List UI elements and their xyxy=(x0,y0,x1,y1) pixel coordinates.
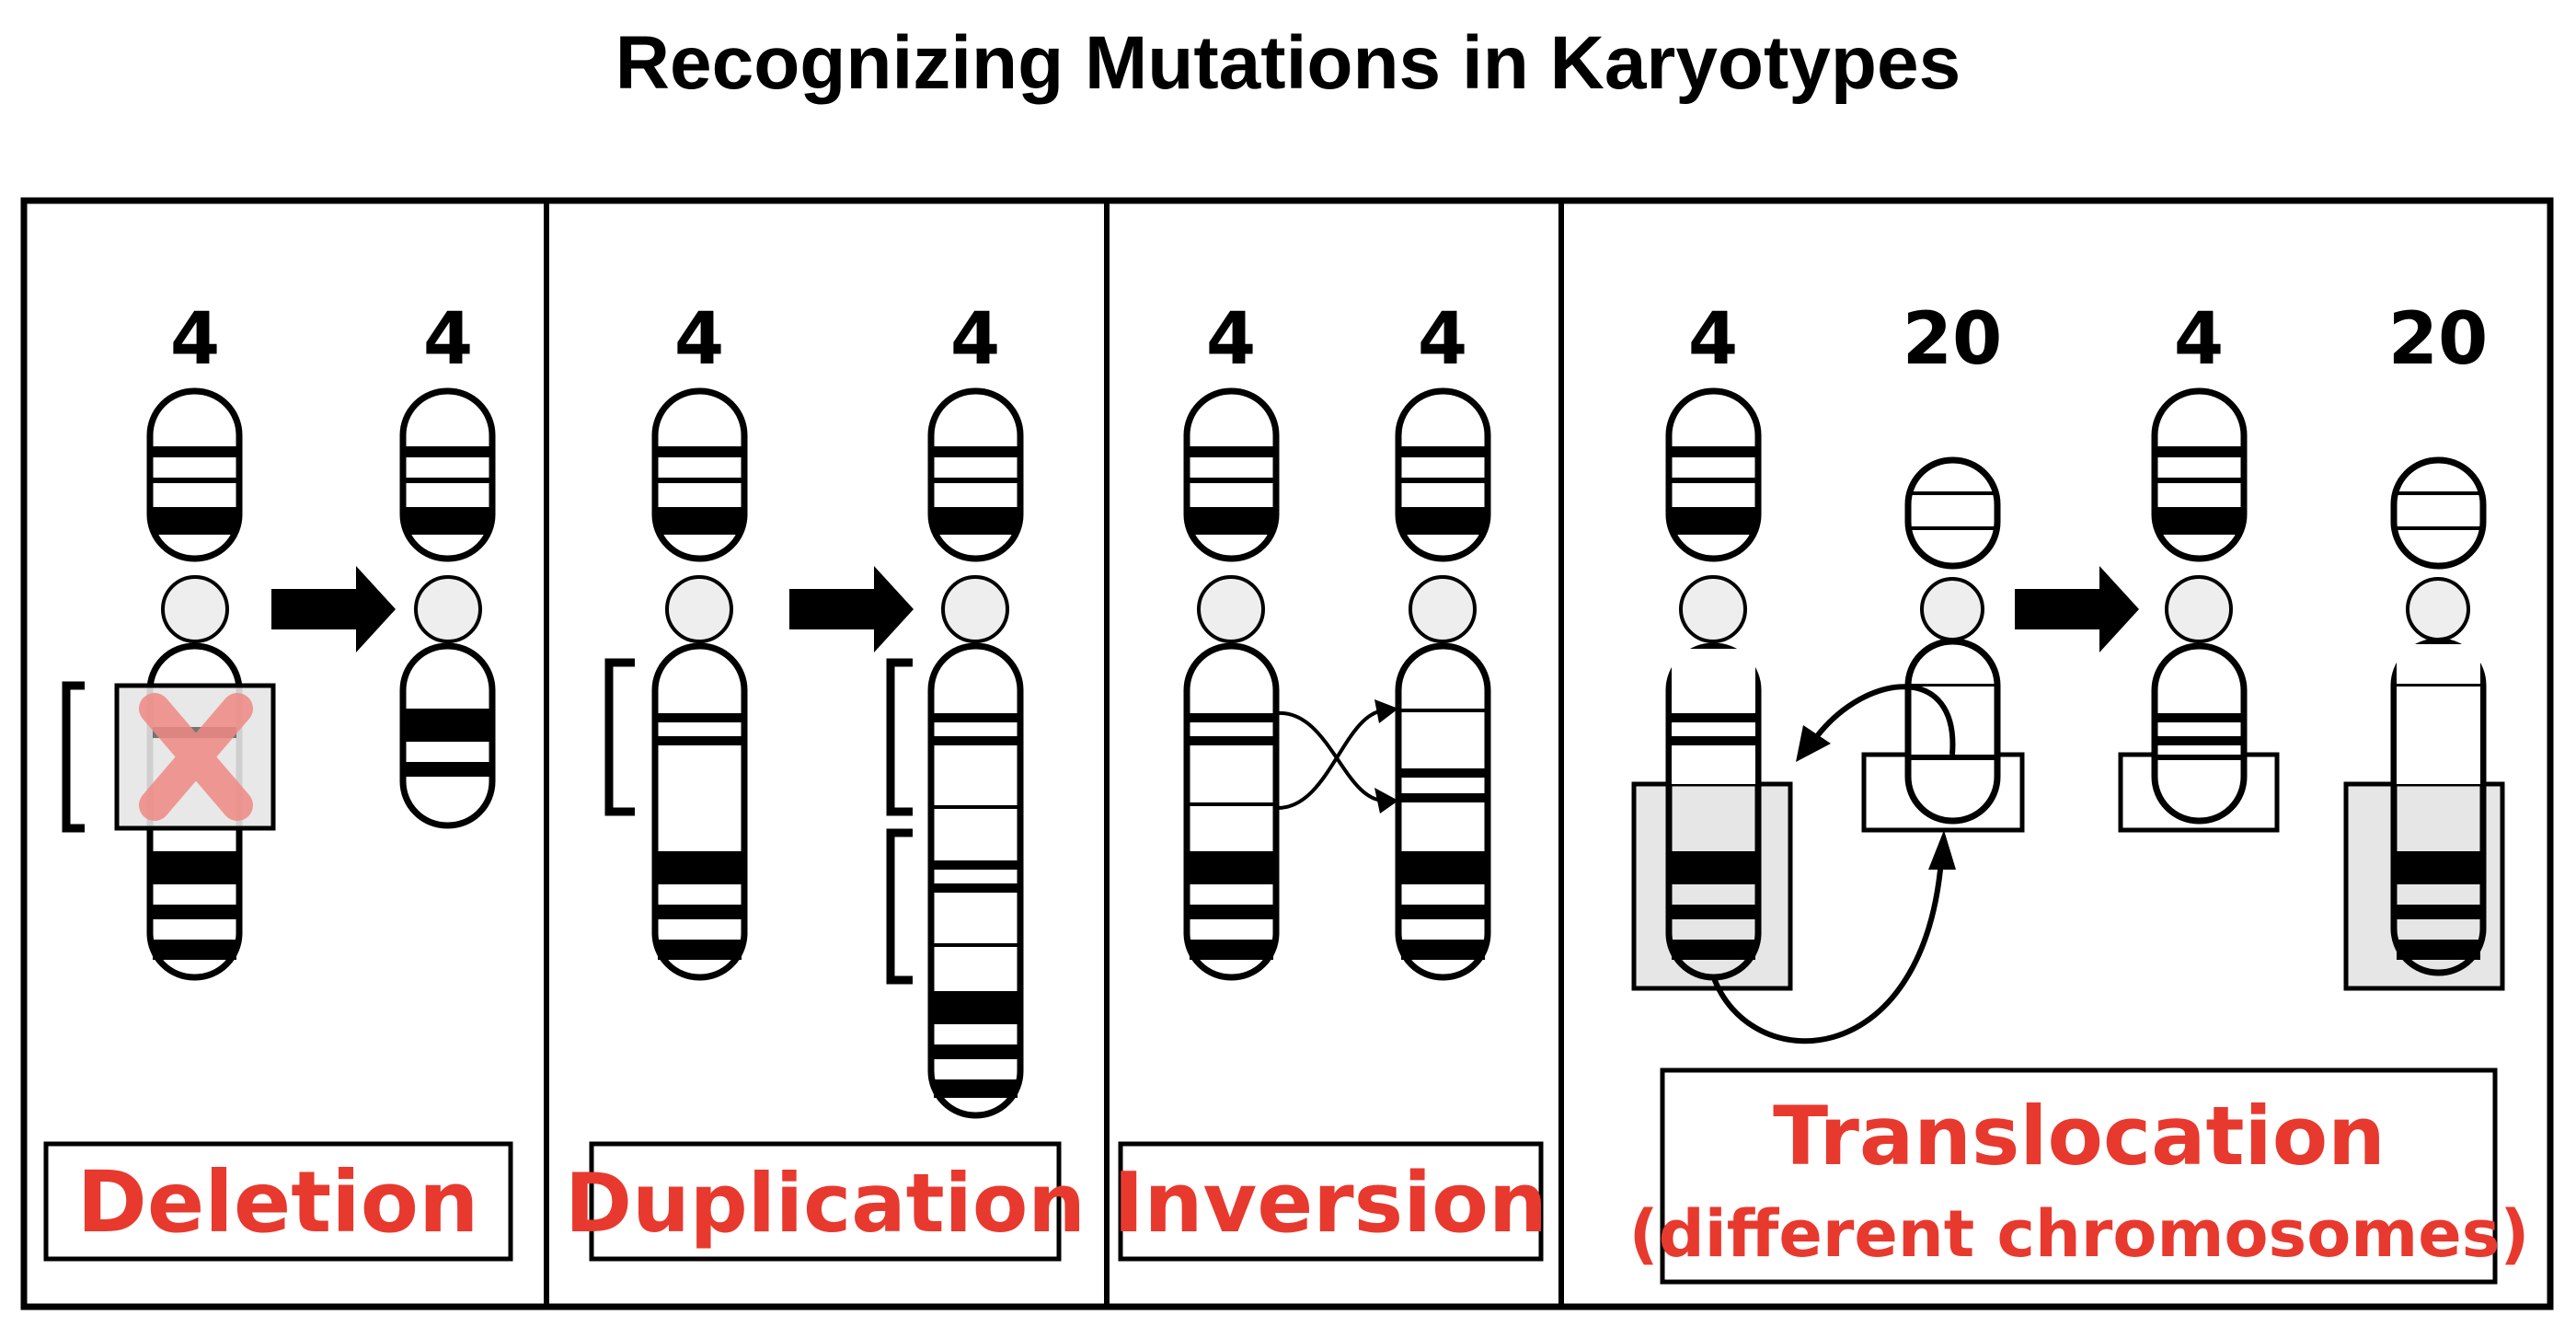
bracket-icon xyxy=(886,658,913,816)
chromosome-4-original xyxy=(1665,387,1762,981)
chromosome-number: 4 xyxy=(950,298,1000,381)
arrow-head-icon xyxy=(1928,830,1956,870)
arrow-head-icon xyxy=(1796,725,1831,762)
bracket-icon xyxy=(62,681,85,833)
chromosome-number: 4 xyxy=(674,298,724,381)
arrow-head-icon xyxy=(1374,788,1398,814)
panel-deletion: 4 4 xyxy=(43,298,513,1262)
chromosome-number: 4 xyxy=(170,298,220,381)
curved-arrow-icon xyxy=(1710,860,1944,1044)
chromosome-4-inverted xyxy=(1395,387,1491,981)
chromosome-number: 4 xyxy=(1206,298,1256,381)
bracket-icon xyxy=(886,828,913,985)
page-title: Recognizing Mutations in Karyotypes xyxy=(615,21,1961,105)
chromosome-20-original xyxy=(1904,456,2001,825)
inversion-crossing-arrows xyxy=(1275,709,1386,811)
mutation-label: Inversion xyxy=(1113,1155,1547,1252)
chromosome-4-original xyxy=(1183,387,1280,981)
mutation-label: Duplication xyxy=(565,1156,1086,1251)
panel-duplication: 4 4 xyxy=(565,298,1086,1262)
chromosome-number: 20 xyxy=(1903,298,2003,381)
chromosome-number: 4 xyxy=(2174,298,2224,381)
chromosome-20-translocated xyxy=(2390,456,2487,976)
chromosome-4-original xyxy=(651,387,748,981)
chromosome-4-deleted xyxy=(399,387,496,829)
arrow-head-icon xyxy=(1374,699,1398,723)
curved-arrow-icon xyxy=(1814,684,1956,756)
arrow-right-icon xyxy=(2015,566,2139,652)
arrow-right-icon xyxy=(789,566,914,652)
diagram-frame xyxy=(20,197,2554,1310)
chromosome-4-duplicated xyxy=(927,387,1024,1119)
chromosome-number: 20 xyxy=(2388,298,2489,381)
mutation-label: Translocation xyxy=(1773,1089,2386,1183)
label-box xyxy=(1660,1067,2498,1285)
chromosome-number: 4 xyxy=(1418,298,1467,381)
deletion-x-icon xyxy=(139,693,253,821)
mutation-label: Deletion xyxy=(77,1153,479,1252)
label-box xyxy=(43,1141,513,1262)
panel-translocation: 4 20 4 20 xyxy=(1629,298,2530,1285)
chromosome-number: 4 xyxy=(423,298,473,381)
chromosome-4-translocated xyxy=(2151,387,2248,825)
chromosome-number: 4 xyxy=(1688,298,1738,381)
bracket-icon xyxy=(604,658,635,816)
mutation-sublabel: (different chromosomes) xyxy=(1629,1196,2530,1272)
panel-inversion: 4 4 xyxy=(1113,298,1547,1262)
label-box xyxy=(589,1141,1062,1262)
label-box xyxy=(1118,1141,1544,1262)
chromosome-4-original xyxy=(146,387,243,981)
arrow-right-icon xyxy=(271,566,396,652)
